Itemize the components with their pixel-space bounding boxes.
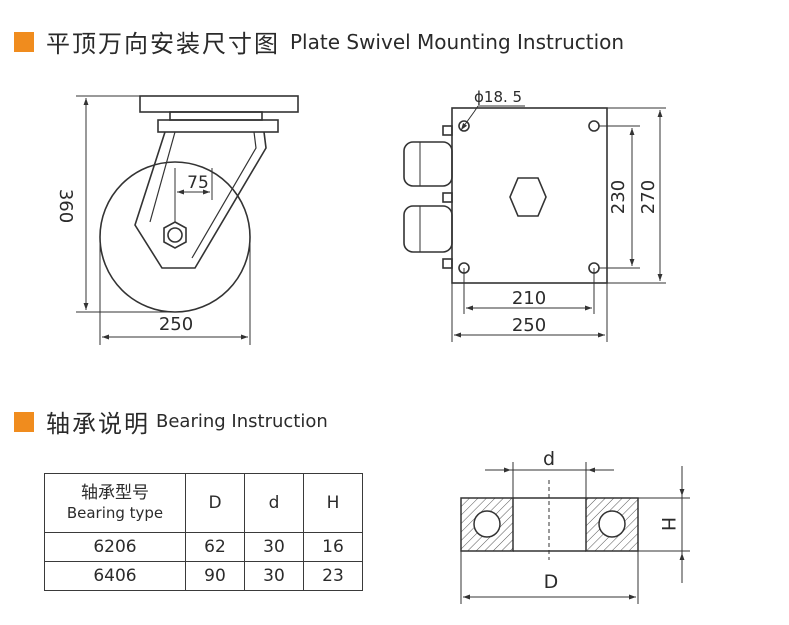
section-heading-bearing: 轴承说明 Bearing Instruction xyxy=(14,404,328,439)
table-row: 6206 62 30 16 xyxy=(44,532,363,562)
cell-type: 6206 xyxy=(44,532,186,562)
cell-D: 62 xyxy=(185,532,245,562)
header-en: Bearing type xyxy=(66,504,164,522)
header-H: H xyxy=(303,473,363,533)
orange-square-marker xyxy=(14,411,34,432)
section-title-cn: 平顶万向安装尺寸图 xyxy=(46,30,280,58)
swivel-base xyxy=(157,119,279,133)
header-D: D xyxy=(185,473,245,533)
cell-d: 30 xyxy=(244,532,304,562)
bearing-H-label: H xyxy=(657,517,679,531)
table-row: 6406 90 30 23 xyxy=(44,561,363,591)
header-cn: 轴承型号 xyxy=(81,483,149,503)
bearing-D-label: D xyxy=(544,571,559,593)
bearing-cross-section xyxy=(460,480,639,560)
bearing-table: 轴承型号 Bearing type D d H 6206 62 30 16 64… xyxy=(44,473,363,591)
cell-d: 30 xyxy=(244,561,304,591)
bearing-ball-left xyxy=(473,510,501,538)
dim-width-label: 250 xyxy=(159,314,193,335)
swivel-ring xyxy=(169,111,263,121)
dim-outer-height-label: 270 xyxy=(638,180,659,214)
dim-offset-label: 75 xyxy=(187,173,209,193)
kingpin-hole xyxy=(509,177,547,217)
fork xyxy=(134,131,267,269)
section-title-en: Bearing Instruction xyxy=(156,411,328,432)
caster-side-view xyxy=(99,95,299,313)
dim-outer-width-label: 250 xyxy=(512,315,546,336)
section-title-cn: 轴承说明 xyxy=(46,410,150,438)
section-title-en: Plate Swivel Mounting Instruction xyxy=(290,29,625,54)
cell-D: 90 xyxy=(185,561,245,591)
caster-plate-top-view xyxy=(403,107,608,284)
dim-inner-width-label: 210 xyxy=(512,288,546,309)
side-view-dimensions xyxy=(76,95,251,345)
table-header-row: 轴承型号 Bearing type D d H xyxy=(44,473,363,533)
bearing-ball-right xyxy=(598,510,626,538)
bearing-d-label: d xyxy=(543,448,555,470)
cell-type: 6406 xyxy=(44,561,186,591)
section-heading-mounting: 平顶万向安装尺寸图 Plate Swivel Mounting Instruct… xyxy=(14,24,624,59)
header-d: d xyxy=(244,473,304,533)
mounting-plate xyxy=(451,107,608,284)
hole-diameter-label: ϕ18. 5 xyxy=(474,88,522,106)
plate-dimensions xyxy=(451,105,666,342)
top-plate xyxy=(139,95,299,113)
orange-square-marker xyxy=(14,31,34,52)
wheel-lower xyxy=(403,205,453,253)
header-bearing-type: 轴承型号 Bearing type xyxy=(44,473,186,533)
cell-H: 23 xyxy=(303,561,363,591)
wheel-upper xyxy=(403,141,453,187)
cell-H: 16 xyxy=(303,532,363,562)
bolt-hole-icon xyxy=(458,120,470,132)
dim-inner-height-label: 230 xyxy=(608,180,629,214)
bolt-hole-icon xyxy=(588,120,600,132)
axle-nut-icon xyxy=(163,221,187,249)
bearing-dimensions xyxy=(460,462,690,604)
dim-height-label: 360 xyxy=(55,189,76,223)
